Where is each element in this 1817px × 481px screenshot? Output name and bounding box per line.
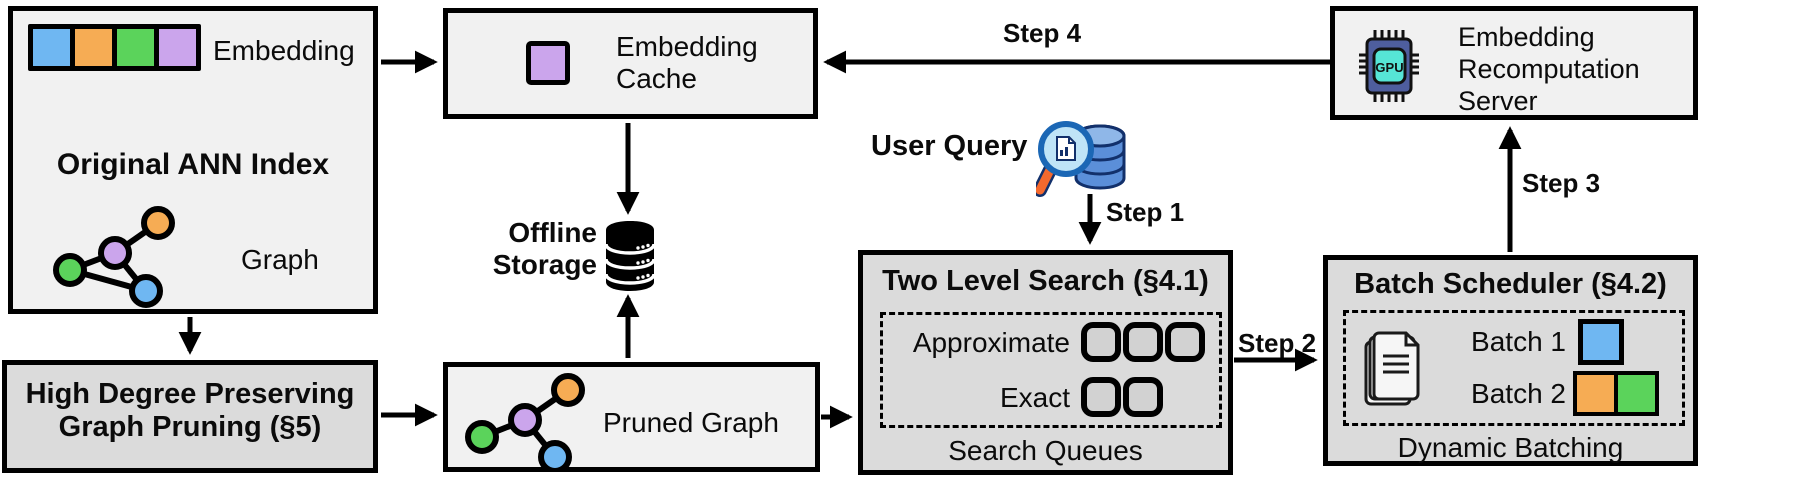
- batch1-item-blue: [1578, 319, 1624, 365]
- dynamic-batching-label: Dynamic Batching: [1397, 432, 1624, 463]
- user-query-label: User Query: [871, 130, 1028, 162]
- pruned-graph-label: Pruned Graph: [603, 407, 779, 438]
- dynamic-batching-region: [1343, 310, 1685, 426]
- graph-label: Graph: [241, 244, 319, 275]
- batch2-label: Batch 2: [1471, 378, 1566, 409]
- pruned-graph-box: Pruned Graph: [443, 362, 820, 472]
- embedding-cell-blue: [33, 29, 70, 66]
- graph-pruning-label-line2: Graph Pruning (§5): [58, 411, 322, 444]
- recomputation-server-line3: Server: [1458, 86, 1538, 116]
- graph-pruning-label-line1: High Degree Preserving: [25, 378, 355, 410]
- approximate-label: Approximate: [912, 327, 1070, 358]
- two-level-search-box: Two Level Search (§4.1) Approximate Exac…: [858, 250, 1233, 475]
- embedding-cache-box: Embedding Cache: [443, 8, 818, 119]
- search-queues-label: Search Queues: [948, 435, 1143, 466]
- approximate-queue-slots: [1081, 322, 1205, 362]
- queue-slot: [1165, 322, 1205, 362]
- documents-icon: [1364, 331, 1420, 406]
- step2-label: Step 2: [1238, 328, 1317, 358]
- queue-slot: [1123, 377, 1163, 417]
- embedding-cell-green: [117, 29, 154, 66]
- original-ann-index-box: Embedding Original ANN Index Graph: [8, 6, 378, 314]
- embedding-vector-icon: [28, 24, 201, 71]
- two-level-search-title: Two Level Search (§4.1): [882, 265, 1209, 297]
- gpu-text: GPU: [1375, 60, 1403, 75]
- step3-label: Step 3: [1522, 168, 1601, 198]
- batch-scheduler-box: Batch Scheduler (§4.2) Batch 1 Batch 2 D…: [1323, 255, 1698, 466]
- graph-icon: [53, 206, 175, 308]
- gpu-chip-icon: GPU: [1359, 30, 1419, 102]
- graph-pruning-box: High Degree Preserving Graph Pruning (§5…: [2, 360, 378, 473]
- recomputation-server-line2: Recomputation: [1458, 54, 1640, 84]
- batch2-item-green: [1618, 375, 1655, 412]
- exact-queue-slots: [1081, 377, 1163, 417]
- embedding-cell-orange: [75, 29, 112, 66]
- embedding-label: Embedding: [213, 35, 355, 66]
- pruned-graph-icon: [465, 373, 585, 472]
- queue-slot: [1123, 322, 1163, 362]
- exact-label: Exact: [999, 382, 1070, 413]
- embedding-cell-purple: [159, 29, 196, 66]
- database-icon: [604, 221, 656, 291]
- step4-label: Step 4: [1003, 18, 1082, 48]
- search-queues-region: [880, 312, 1222, 428]
- queue-slot: [1081, 322, 1121, 362]
- cached-embedding-icon: [526, 41, 570, 85]
- batch-scheduler-title: Batch Scheduler (§4.2): [1354, 268, 1667, 300]
- original-ann-index-title: Original ANN Index: [56, 148, 330, 181]
- batch2-items: [1573, 371, 1659, 416]
- embedding-cache-label-line2: Cache: [616, 63, 697, 95]
- offline-storage-label: Offline Storage: [492, 217, 597, 281]
- batch2-item-orange: [1577, 375, 1614, 412]
- recomputation-server-box: GPU Embedding Recomputation Server: [1330, 6, 1698, 120]
- queue-slot: [1081, 377, 1121, 417]
- recomputation-server-line1: Embedding: [1458, 22, 1595, 52]
- step1-label: Step 1: [1106, 197, 1185, 227]
- query-search-icon: [1036, 121, 1126, 197]
- embedding-cache-label-line1: Embedding: [616, 31, 758, 62]
- batch1-label: Batch 1: [1471, 326, 1566, 357]
